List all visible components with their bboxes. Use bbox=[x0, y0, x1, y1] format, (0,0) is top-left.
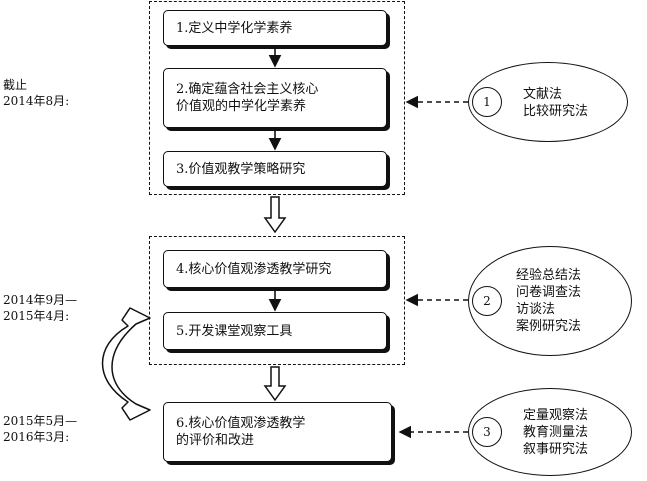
period-label-phase3: 2015年5月— 2016年3月: bbox=[3, 414, 78, 444]
period-label-phase2: 2014年9月— 2015年4月: bbox=[3, 293, 78, 323]
phase1-dashed-group bbox=[149, 1, 405, 195]
method-number-badge: 3 bbox=[472, 417, 502, 447]
hollow-arrow-group2-to-step6 bbox=[263, 366, 287, 402]
method-list: 经验总结法 问卷调查法 访谈法 案例研究法 bbox=[516, 268, 582, 334]
step-determine-literacy: 2.确定蕴含社会主义核心 价值观的中学化学素养 bbox=[163, 68, 387, 128]
step-define-literacy: 1.定义中学化学素养 bbox=[163, 10, 387, 46]
step-label: 1.定义中学化学素养 bbox=[176, 20, 293, 36]
method-list: 文献法 比较研究法 bbox=[523, 87, 589, 119]
step-evaluation-improvement: 6.核心价值观渗透教学 的评价和改进 bbox=[163, 402, 392, 462]
step-label: 5.开发课堂观察工具 bbox=[176, 323, 293, 339]
step-label: 4.核心价值观渗透教学研究 bbox=[176, 261, 332, 277]
hollow-arrow-group1-to-group2 bbox=[263, 196, 287, 234]
method-oval bbox=[468, 246, 632, 356]
method-group-1: 1 文献法 比较研究法 bbox=[468, 62, 628, 142]
method-list: 定量观察法 教育测量法 叙事研究法 bbox=[523, 408, 589, 457]
method-number-badge: 2 bbox=[472, 286, 502, 316]
feedback-cycle-arrow bbox=[101, 307, 151, 421]
step-label: 6.核心价值观渗透教学 的评价和改进 bbox=[176, 416, 306, 448]
step-label: 2.确定蕴含社会主义核心 价值观的中学化学素养 bbox=[176, 82, 319, 114]
method-group-3: 3 定量观察法 教育测量法 叙事研究法 bbox=[468, 388, 632, 476]
period-label-phase1: 截止 2014年8月: bbox=[3, 78, 70, 108]
step-observation-tools: 5.开发课堂观察工具 bbox=[163, 312, 387, 350]
method-oval bbox=[468, 388, 632, 476]
step-label: 3.价值观教学策略研究 bbox=[176, 161, 306, 177]
method-group-2: 2 经验总结法 问卷调查法 访谈法 案例研究法 bbox=[468, 246, 632, 356]
step-infiltration-teaching: 4.核心价值观渗透教学研究 bbox=[163, 250, 387, 288]
step-teaching-strategy: 3.价值观教学策略研究 bbox=[163, 151, 387, 187]
method-oval bbox=[468, 62, 628, 142]
method-number-badge: 1 bbox=[472, 87, 502, 117]
phase2-dashed-group bbox=[149, 236, 405, 365]
